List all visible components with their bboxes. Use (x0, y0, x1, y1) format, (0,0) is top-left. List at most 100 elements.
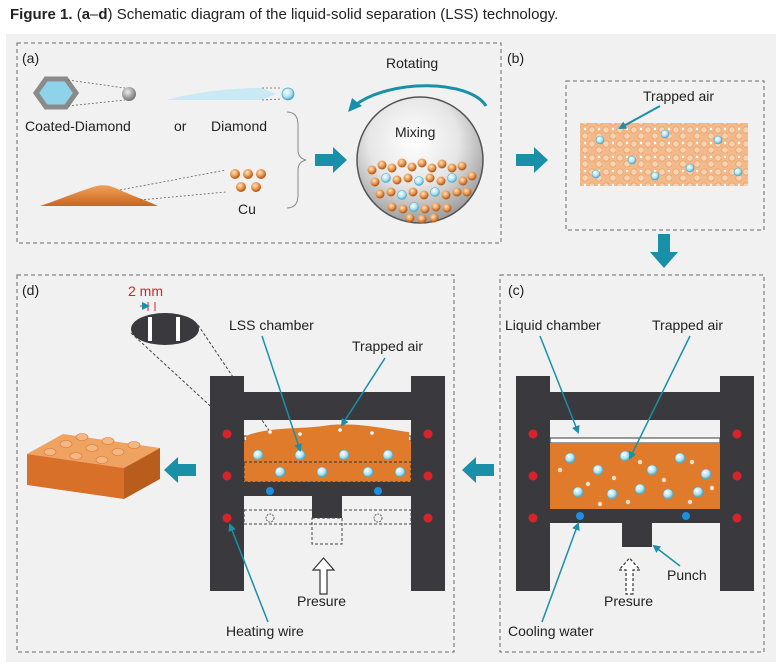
coated-diamond-label: Coated-Diamond (25, 118, 131, 134)
flow-arrow-left-icon (462, 457, 494, 483)
punch (312, 482, 342, 518)
air-bubbles (268, 428, 374, 436)
diamond-powder-icon (166, 88, 276, 100)
punch-label: Punch (667, 567, 707, 583)
caption-a: a (81, 6, 91, 23)
gap-slit (148, 317, 152, 341)
heating-wire-dot (528, 513, 538, 523)
copper-particles-icon (230, 169, 266, 192)
diamond-particles (252, 449, 406, 478)
caption-open: ( (76, 6, 82, 23)
cooling-channel (576, 512, 584, 520)
figure-caption: Figure 1. (a–d) Schematic diagram of the… (10, 6, 558, 23)
pointer-arrow (228, 523, 269, 623)
panel-d-letter: (d) (22, 282, 39, 298)
ghost-cooling-channel (373, 513, 383, 523)
caption-d: d (98, 6, 108, 23)
panel-a-frame (16, 42, 502, 244)
bottom-plate (550, 509, 720, 523)
liquid-chamber-label: Liquid chamber (505, 317, 601, 333)
product-slab-front (27, 454, 124, 499)
punch (622, 523, 652, 547)
presure-label-d: Presure (297, 593, 346, 609)
heating-wire-dot (528, 471, 538, 481)
heating-wire-dot (222, 429, 232, 439)
caption-text: ) Schematic diagram of the liquid-solid … (107, 6, 559, 23)
brace-icon (286, 111, 307, 209)
cooling-channel (266, 487, 274, 495)
zoom-line (119, 169, 227, 191)
cooling-channel (374, 487, 382, 495)
gap-slit (176, 317, 180, 341)
panel-c: (c) (462, 274, 765, 653)
heating-wire-dot (528, 429, 538, 439)
panel-d: (d) 2 mm (16, 274, 455, 653)
heating-wire-dot (222, 471, 232, 481)
scale-label: 2 mm (128, 283, 163, 299)
product-surface-dots (43, 433, 141, 464)
trapped-air-label-c: Trapped air (652, 317, 723, 333)
lss-chamber-label: LSS chamber (229, 317, 314, 333)
pressure-arrow-icon (311, 557, 336, 595)
copper-powder-icon (40, 185, 158, 206)
zoom-line (67, 79, 126, 89)
pointer-arrow (652, 544, 681, 567)
flow-arrow-right-icon (516, 147, 548, 173)
press-top-beam (210, 392, 445, 420)
panel-b-letter: (b) (507, 50, 524, 66)
ghost-punch (311, 517, 343, 545)
heating-wire-dot (222, 513, 232, 523)
air-bubbles (557, 459, 715, 507)
top-gap (549, 437, 721, 444)
heating-wire-dot (423, 513, 433, 523)
diamond-label: Diamond (211, 118, 267, 134)
zoom-line (139, 191, 227, 201)
coated-diamond-icon (32, 76, 80, 110)
pointer-arrow (541, 522, 580, 623)
diamond-particles (591, 129, 743, 181)
press-top-beam (516, 392, 754, 420)
caption-label: Figure 1. (10, 6, 73, 23)
presure-label-c: Presure (604, 593, 653, 609)
cooling-water-label: Cooling water (508, 623, 594, 639)
pointer-arrow (618, 105, 661, 129)
panel-c-letter: (c) (508, 282, 524, 298)
panel-b-frame (565, 80, 765, 231)
trapped-air-layer (246, 424, 409, 441)
panel-a-letter: (a) (22, 50, 39, 66)
panel-b: (b) Trapped air (507, 50, 765, 268)
product-slab-side (124, 448, 160, 499)
heating-wire-dot (732, 513, 742, 523)
flow-arrow-right-icon (315, 147, 347, 173)
heating-wire-dot (732, 429, 742, 439)
mixed-particles (367, 158, 477, 224)
panel-c-frame (499, 274, 765, 653)
pointer-arrow (340, 357, 386, 427)
caption-dash: – (90, 6, 99, 23)
panel-a: (a) Coated-Diamond or Diamond Cu R (16, 42, 502, 244)
ghost-cooling-channel (265, 513, 275, 523)
or-label: or (174, 118, 187, 134)
mixing-label: Mixing (395, 124, 435, 140)
heating-wire-dot (732, 471, 742, 481)
liquid-chamber-melt (550, 443, 720, 509)
rotation-arc (353, 84, 488, 108)
pointer-arrow (261, 335, 302, 452)
heating-wire-dot (423, 429, 433, 439)
pressure-arrow-icon (617, 557, 642, 595)
rotating-label: Rotating (386, 55, 438, 71)
diamond-particle-icon (281, 87, 295, 101)
flow-arrow-down-icon (650, 234, 678, 268)
cooling-channel (682, 512, 690, 520)
heating-wire-dot (423, 471, 433, 481)
cu-label: Cu (238, 201, 256, 217)
heating-wire-label: Heating wire (226, 623, 304, 639)
trapped-air-label-d: Trapped air (352, 338, 423, 354)
rotation-arrowhead-icon (348, 98, 362, 112)
coated-diamond-particle-icon (122, 87, 136, 101)
zoom-line (261, 98, 283, 101)
ghost-plate (243, 509, 412, 525)
panel-d-frame (16, 274, 455, 653)
pointer-arrow (539, 335, 580, 434)
